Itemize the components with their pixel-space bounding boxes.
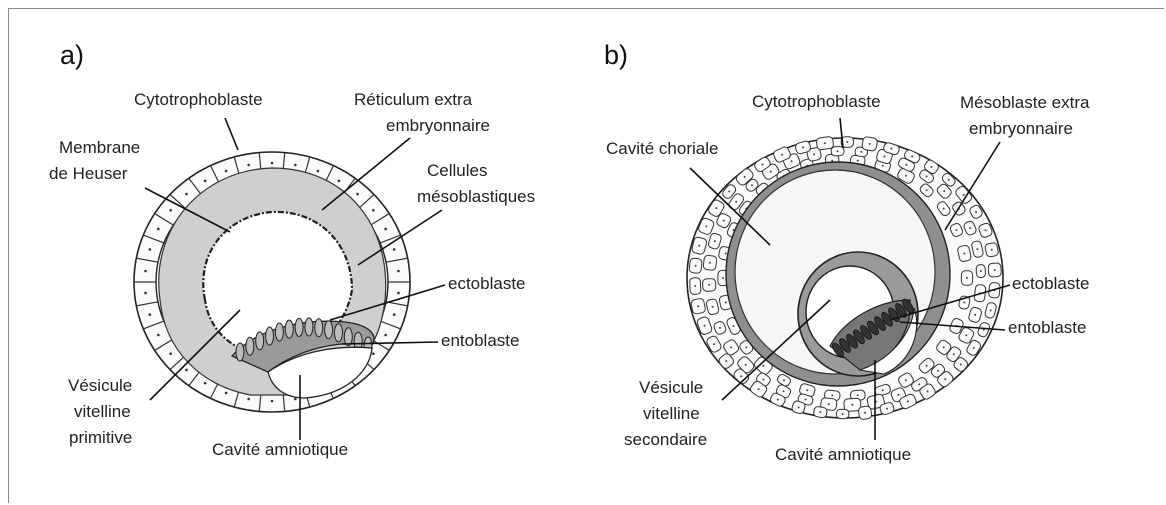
label-a-reticulum-1: Réticulum extra bbox=[354, 90, 473, 109]
label-b-vesicule-2: vitelline bbox=[643, 404, 700, 423]
label-a-cytotrophoblaste: Cytotrophoblaste bbox=[134, 90, 263, 109]
panel-a-letter: a) bbox=[60, 40, 84, 70]
label-a-membrane-2: de Heuser bbox=[49, 164, 128, 183]
label-a-vesicule-3: primitive bbox=[69, 428, 132, 447]
label-b-amniotique: Cavité amniotique bbox=[775, 445, 911, 464]
label-a-vesicule-2: vitelline bbox=[74, 402, 131, 421]
panel-b-letter: b) bbox=[604, 40, 628, 70]
label-b-mesoblaste-1: Mésoblaste extra bbox=[960, 93, 1090, 112]
panel-b: b) Cytotrophoblaste Mésoblaste extra emb… bbox=[604, 40, 1090, 464]
label-a-cellules-1: Cellules bbox=[427, 161, 487, 180]
label-a-membrane-1: Membrane bbox=[59, 138, 140, 157]
label-b-entoblaste: entoblaste bbox=[1008, 318, 1086, 337]
label-b-vesicule-1: Vésicule bbox=[639, 378, 703, 397]
label-a-cellules-2: mésoblastiques bbox=[417, 187, 535, 206]
label-b-ectoblaste: ectoblaste bbox=[1012, 274, 1090, 293]
panel-a: a) Cytotrophoblaste Réticulum extra embr… bbox=[49, 40, 535, 459]
label-b-cytotrophoblaste: Cytotrophoblaste bbox=[752, 92, 881, 111]
label-a-ectoblaste: ectoblaste bbox=[448, 274, 526, 293]
label-b-vesicule-3: secondaire bbox=[624, 430, 707, 449]
label-a-amniotique: Cavité amniotique bbox=[212, 440, 348, 459]
label-b-choriale: Cavité choriale bbox=[606, 139, 718, 158]
label-b-mesoblaste-2: embryonnaire bbox=[969, 119, 1073, 138]
label-a-vesicule-1: Vésicule bbox=[68, 376, 132, 395]
label-a-reticulum-2: embryonnaire bbox=[386, 116, 490, 135]
label-a-entoblaste: entoblaste bbox=[441, 331, 519, 350]
